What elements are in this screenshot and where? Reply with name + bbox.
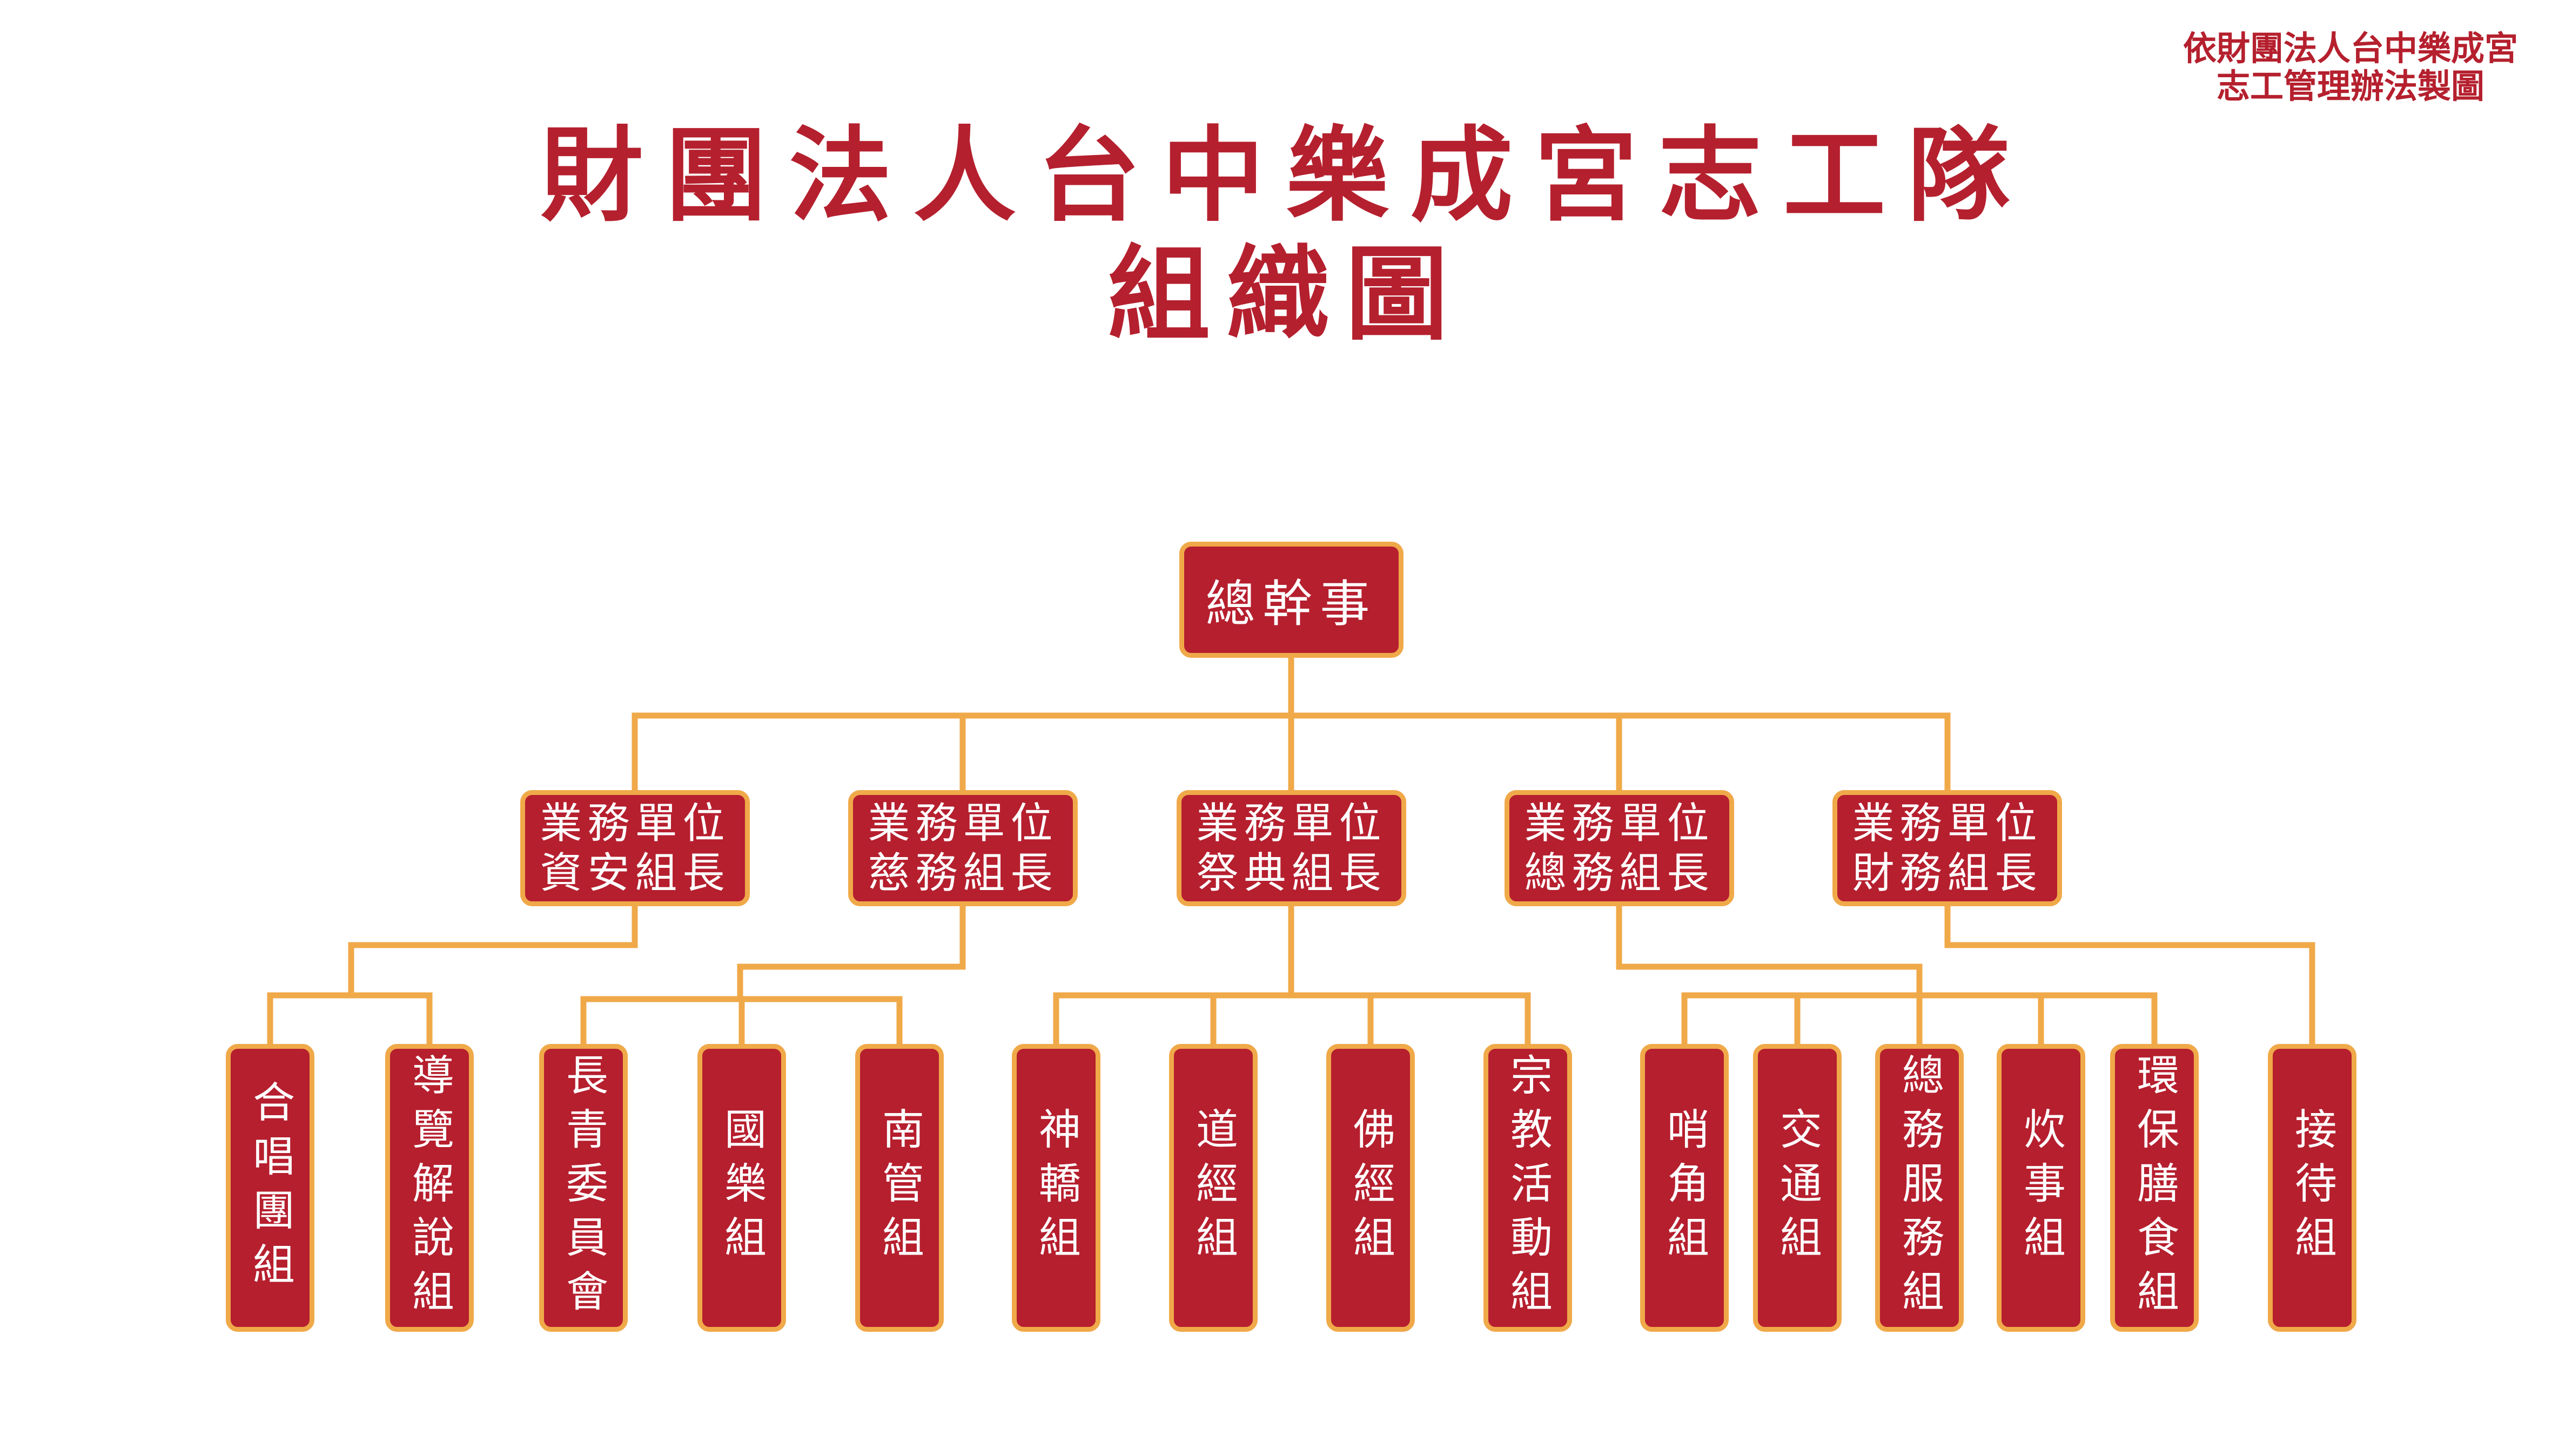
- unit-node-line-1: 業務單位: [868, 799, 1058, 848]
- group-node-kitchen: 炊事組: [1997, 1044, 2085, 1332]
- group-node-taoist-scripture: 道經組: [1169, 1044, 1258, 1332]
- group-node-eco-catering: 環保膳食組: [2110, 1044, 2199, 1332]
- unit-node-line-2: 資安組長: [540, 848, 730, 898]
- connector-unit-1-branch: [348, 900, 638, 999]
- group-node-chinese-orchestra: 國樂組: [697, 1044, 786, 1332]
- unit-node-line-2: 祭典組長: [1196, 848, 1387, 898]
- group-node-horn: 哨角組: [1640, 1044, 1729, 1332]
- unit-node-line-2: 慈務組長: [868, 848, 1058, 898]
- connector-unit-4-branch: [1616, 900, 1923, 999]
- group-node-general-service: 總務服務組: [1875, 1044, 1964, 1332]
- unit-node-line-1: 業務單位: [540, 799, 730, 848]
- unit-node-line-2: 總務組長: [1524, 848, 1715, 898]
- unit-node-line-2: 財務組長: [1852, 848, 2043, 898]
- group-node-senior-committee: 長青委員會: [539, 1044, 628, 1332]
- group-node-guided-tour: 導覽解說組: [385, 1044, 474, 1332]
- unit-node-charity-leader: 業務單位 慈務組長: [848, 790, 1078, 906]
- root-node-general-secretary: 總幹事: [1179, 542, 1403, 658]
- reference-note-line-2: 志工管理辦法製圖: [2216, 66, 2484, 106]
- connector-unit-5-branch: [1944, 900, 2315, 1051]
- root-node-label: 總幹事: [1205, 575, 1378, 633]
- reference-note-line-1: 依財團法人台中樂成宮: [2182, 29, 2518, 68]
- unit-node-line-1: 業務單位: [1852, 799, 2043, 848]
- unit-node-ceremony-leader: 業務單位 祭典組長: [1177, 790, 1406, 906]
- chart-subtitle: 組織圖: [1107, 234, 1465, 354]
- group-node-nanguan: 南管組: [855, 1044, 944, 1332]
- group-node-buddhist-scripture: 佛經組: [1326, 1044, 1415, 1332]
- unit-node-security-leader: 業務單位 資安組長: [520, 790, 750, 906]
- group-node-reception: 接待組: [2268, 1044, 2356, 1332]
- group-node-traffic: 交通組: [1753, 1044, 1842, 1332]
- group-node-choir: 合唱團組: [226, 1044, 314, 1332]
- unit-node-line-1: 業務單位: [1196, 799, 1387, 848]
- unit-node-finance-leader: 業務單位 財務組長: [1832, 790, 2062, 906]
- group-node-religious-activities: 宗教活動組: [1483, 1044, 1572, 1332]
- chart-title: 財團法人台中樂成宮志工隊: [540, 115, 2032, 235]
- group-node-palanquin: 神轎組: [1012, 1044, 1100, 1332]
- connector-unit-2-branch: [737, 900, 966, 1002]
- unit-node-general-affairs-leader: 業務單位 總務組長: [1505, 790, 1734, 906]
- reference-note: 依財團法人台中樂成宮 志工管理辦法製圖: [2161, 30, 2540, 105]
- unit-node-line-1: 業務單位: [1524, 799, 1715, 848]
